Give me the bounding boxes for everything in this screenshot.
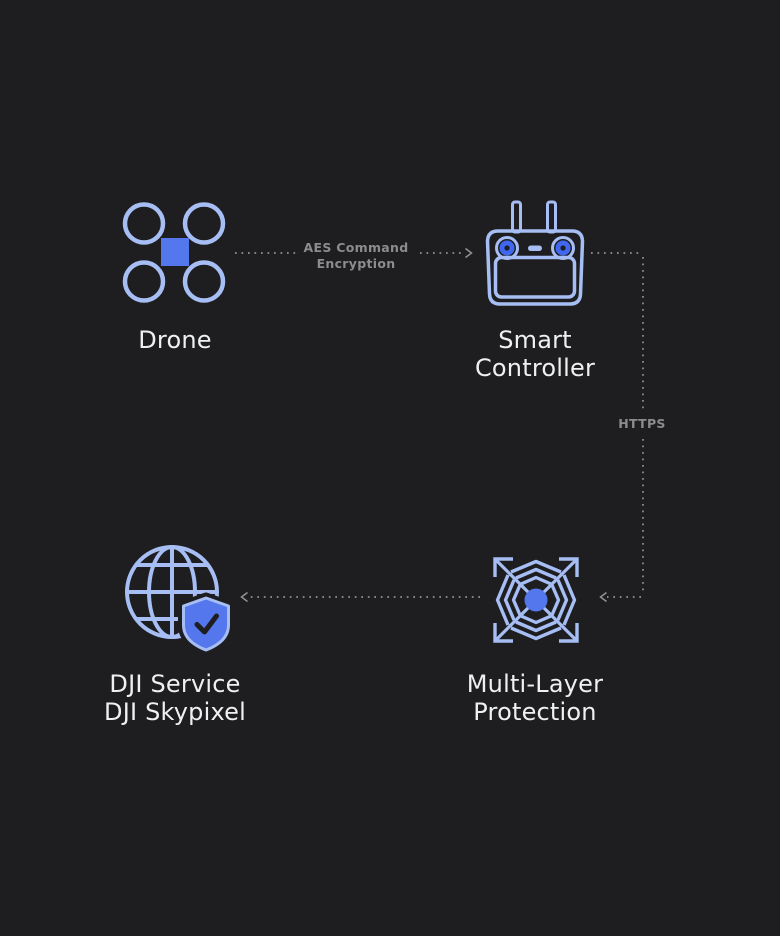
checkmark-icon bbox=[194, 613, 219, 635]
smart-controller-label: Smart Controller bbox=[425, 326, 645, 382]
smart-controller-label-line1: Smart bbox=[498, 326, 572, 354]
protection-to-service-connector bbox=[240, 591, 480, 603]
aes-command-encryption-label: AES Command Encryption bbox=[274, 240, 438, 272]
arrow-left-icon bbox=[599, 591, 607, 603]
https-label: HTTPS bbox=[616, 413, 668, 435]
arrow-right-icon bbox=[465, 247, 473, 259]
drone-label: Drone bbox=[65, 326, 285, 354]
multi-layer-label-line2: Protection bbox=[473, 698, 597, 726]
controller-to-protection-connector bbox=[591, 252, 644, 603]
smart-controller-icon bbox=[485, 200, 585, 306]
multi-layer-label-line1: Multi-Layer bbox=[466, 670, 604, 698]
https-label-text: HTTPS bbox=[618, 416, 666, 431]
globe-shield-icon bbox=[125, 545, 234, 656]
aes-label-line1: AES Command bbox=[303, 240, 409, 255]
dji-service-label-line2: DJI Skypixel bbox=[104, 698, 246, 726]
multi-layer-protection-icon bbox=[493, 557, 579, 643]
globe-icon bbox=[125, 545, 219, 639]
drone-to-controller-connector bbox=[235, 247, 473, 259]
drone-label-text: Drone bbox=[138, 326, 212, 354]
drone-icon bbox=[122, 202, 226, 303]
multi-layer-protection-label: Multi-Layer Protection bbox=[425, 670, 645, 726]
dji-service-label-line1: DJI Service bbox=[109, 670, 241, 698]
dji-service-label: DJI Service DJI Skypixel bbox=[65, 670, 285, 726]
smart-controller-label-line2: Controller bbox=[474, 354, 596, 382]
aes-label-line2: Encryption bbox=[316, 256, 396, 271]
arrow-left-icon bbox=[240, 591, 248, 603]
shield-check-icon bbox=[178, 592, 234, 656]
